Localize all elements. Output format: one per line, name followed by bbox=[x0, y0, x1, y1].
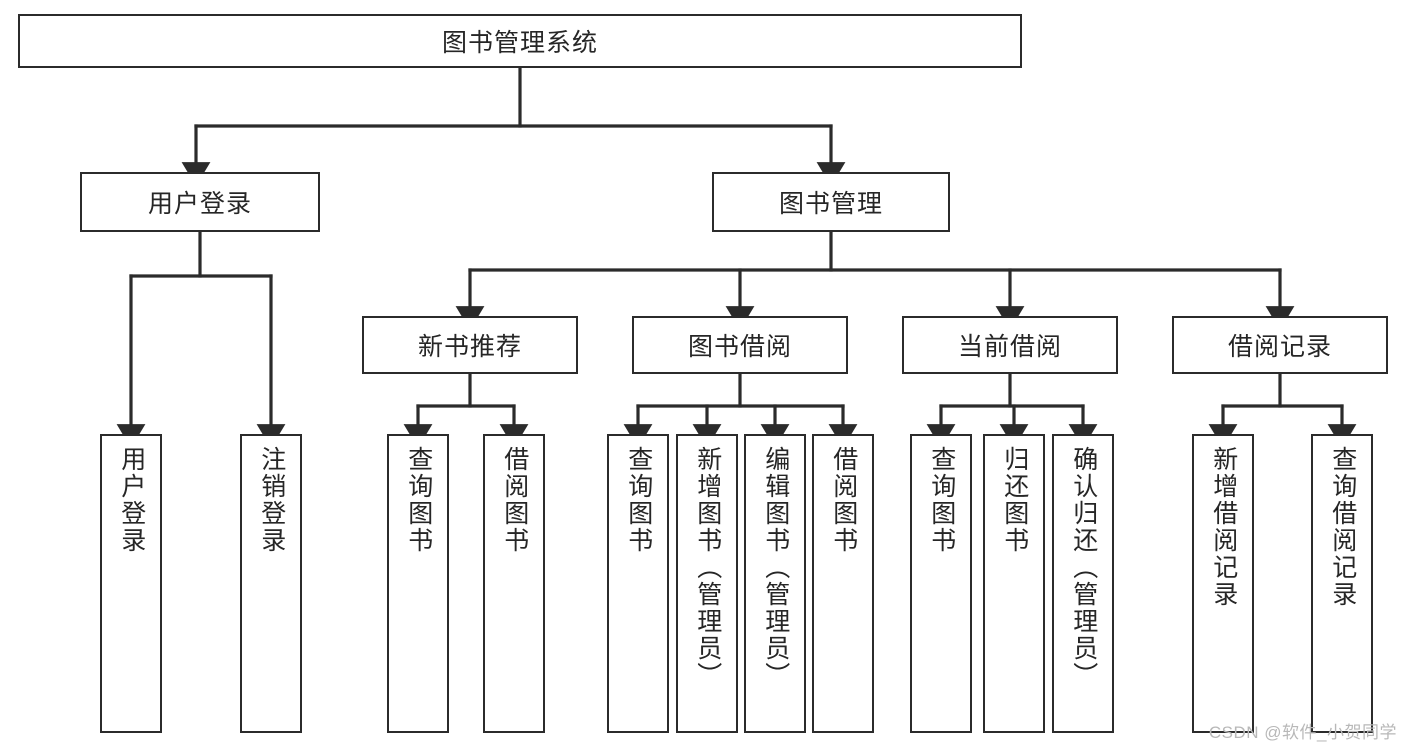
csdn-watermark: CSDN @软件_小贺同学 bbox=[1208, 723, 1397, 742]
node-leaf-user-login-label: 用户登录 bbox=[117, 446, 146, 554]
node-leaf-add-book-admin-label: 新增图书（管理员） bbox=[693, 446, 722, 689]
node-current-borrow-label: 当前借阅 bbox=[957, 333, 1062, 361]
node-new-book-recommend[interactable]: 新书推荐 bbox=[362, 316, 578, 374]
node-leaf-return-book[interactable]: 归还图书 bbox=[983, 434, 1045, 733]
node-book-borrow-label: 图书借阅 bbox=[687, 333, 792, 361]
node-leaf-borrow-book-2-label: 借阅图书 bbox=[829, 446, 858, 554]
node-borrow-record-label: 借阅记录 bbox=[1227, 333, 1332, 361]
node-leaf-edit-book-admin[interactable]: 编辑图书（管理员） bbox=[744, 434, 806, 733]
node-user-login[interactable]: 用户登录 bbox=[80, 172, 320, 232]
node-leaf-borrow-book-1-label: 借阅图书 bbox=[500, 446, 529, 554]
node-leaf-return-book-label: 归还图书 bbox=[1000, 446, 1029, 554]
node-leaf-confirm-return-label: 确认归还（管理员） bbox=[1069, 446, 1098, 689]
node-root-label: 图书管理系统 bbox=[441, 29, 598, 57]
node-leaf-add-book-admin[interactable]: 新增图书（管理员） bbox=[676, 434, 738, 733]
node-leaf-confirm-return[interactable]: 确认归还（管理员） bbox=[1052, 434, 1114, 733]
node-book-manage[interactable]: 图书管理 bbox=[712, 172, 950, 232]
node-leaf-query-book-1[interactable]: 查询图书 bbox=[387, 434, 449, 733]
node-leaf-query-book-2-label: 查询图书 bbox=[624, 446, 653, 554]
node-borrow-record[interactable]: 借阅记录 bbox=[1172, 316, 1388, 374]
node-leaf-query-borrow-record[interactable]: 查询借阅记录 bbox=[1311, 434, 1373, 733]
node-leaf-borrow-book-1[interactable]: 借阅图书 bbox=[483, 434, 545, 733]
node-leaf-user-login[interactable]: 用户登录 bbox=[100, 434, 162, 733]
node-leaf-borrow-book-2[interactable]: 借阅图书 bbox=[812, 434, 874, 733]
node-leaf-query-book-3-label: 查询图书 bbox=[927, 446, 956, 554]
node-book-borrow[interactable]: 图书借阅 bbox=[632, 316, 848, 374]
node-book-manage-label: 图书管理 bbox=[778, 190, 883, 218]
node-user-login-label: 用户登录 bbox=[147, 190, 252, 218]
node-current-borrow[interactable]: 当前借阅 bbox=[902, 316, 1118, 374]
node-leaf-add-borrow-record-label: 新增借阅记录 bbox=[1209, 446, 1238, 608]
node-leaf-add-borrow-record[interactable]: 新增借阅记录 bbox=[1192, 434, 1254, 733]
node-leaf-logout-label: 注销登录 bbox=[257, 446, 286, 554]
node-leaf-query-borrow-record-label: 查询借阅记录 bbox=[1328, 446, 1357, 608]
node-leaf-query-book-2[interactable]: 查询图书 bbox=[607, 434, 669, 733]
node-leaf-logout[interactable]: 注销登录 bbox=[240, 434, 302, 733]
node-leaf-query-book-3[interactable]: 查询图书 bbox=[910, 434, 972, 733]
node-root[interactable]: 图书管理系统 bbox=[18, 14, 1022, 68]
node-leaf-edit-book-admin-label: 编辑图书（管理员） bbox=[761, 446, 790, 689]
node-new-book-recommend-label: 新书推荐 bbox=[417, 333, 522, 361]
node-leaf-query-book-1-label: 查询图书 bbox=[404, 446, 433, 554]
